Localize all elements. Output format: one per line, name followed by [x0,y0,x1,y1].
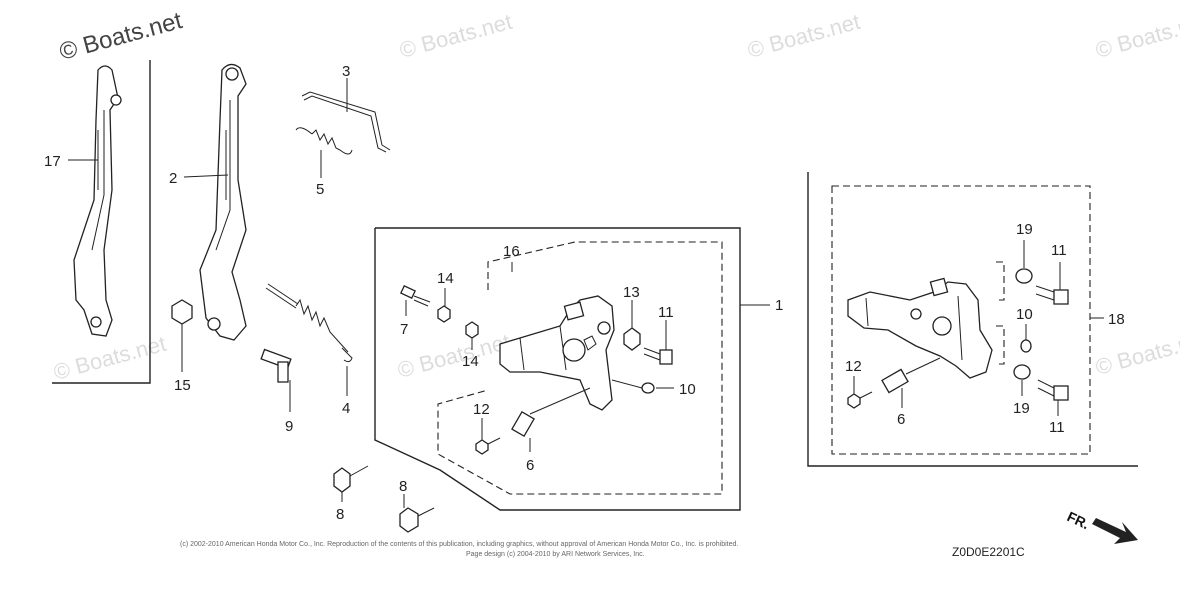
part-3-rod [301,91,391,153]
part-6-spacer-a [511,387,591,438]
diagram-code: Z0D0E2201C [952,545,1025,559]
part-4-spring-rod [265,283,353,363]
callout-15: 15 [174,377,191,394]
part-17-lever [73,65,122,337]
part-10-washer-a [641,382,655,394]
part-11-bolt-b [1035,285,1069,305]
watermark: © Boats.net [1093,326,1180,380]
part-14-nut-b [465,321,479,339]
part-9-bolt [260,348,292,383]
part-11-bolt-c [1037,379,1069,401]
callout-16: 16 [503,243,520,260]
watermark: © Boats.net [51,331,169,385]
callout-6a: 6 [526,457,534,474]
callout-12b: 12 [845,358,862,375]
part-11-bolt-a [643,347,673,365]
front-label: FR. [1065,508,1092,532]
callout-10b: 10 [1016,306,1033,323]
callout-4: 4 [342,400,350,417]
part-13-nut [623,327,641,351]
part-8-bolt-a [333,465,369,493]
part-12-screw-a [475,437,501,455]
part-15-nut [171,299,193,325]
part-2-lever [199,63,247,341]
part-19-washer-a [1015,268,1033,284]
part-5-spring [295,127,353,155]
callout-6b: 6 [897,411,905,428]
watermark: © Boats.net [395,329,513,383]
callout-8b: 8 [399,478,407,495]
boats-net-watermark: © Boats.net [57,7,186,66]
watermark: © Boats.net [745,9,863,63]
part-18-frame [807,172,1138,467]
callout-9: 9 [285,418,293,435]
control-base-plate [499,295,615,411]
callout-5: 5 [316,181,324,198]
callout-12a: 12 [473,401,490,418]
callout-1: 1 [775,297,783,314]
part-19-washer-b [1013,364,1031,380]
callout-14b: 14 [462,353,479,370]
callout-3: 3 [342,63,350,80]
callout-8a: 8 [336,506,344,523]
callout-labels: 17 2 3 5 15 9 4 8 8 7 14 14 16 13 11 10 … [44,63,1125,523]
part-8-bolt-b [399,507,435,533]
right-dash-leaders [996,261,1005,365]
callout-7: 7 [400,321,408,338]
callout-2: 2 [169,170,177,187]
callout-14a: 14 [437,270,454,287]
part-16-dashed-frame [437,241,723,495]
callout-11c: 11 [1049,419,1065,436]
part-7-screw [400,284,431,307]
part-14-nut-a [437,305,451,323]
callout-19b: 19 [1013,400,1030,417]
callout-19a: 19 [1016,221,1033,238]
callout-11a: 11 [658,304,674,321]
part-10-washer-b [1020,339,1032,353]
right-control-plate [847,277,993,379]
copyright-line-1: (c) 2002-2010 American Honda Motor Co., … [180,541,738,548]
copyright-line-2: Page design (c) 2004-2010 by ARI Network… [466,551,645,558]
front-direction-arrow [1092,518,1138,544]
callout-18: 18 [1108,311,1125,328]
part-17-frame [52,60,151,384]
callout-11b: 11 [1051,242,1067,259]
part-1-assembly-frame [374,227,741,511]
callout-10a: 10 [679,381,696,398]
watermark: © Boats.net [1093,9,1180,63]
part-6-spacer-b [881,357,941,394]
part-12-screw-b [847,391,873,409]
callout-17: 17 [44,153,61,170]
watermark: © Boats.net [397,9,515,63]
callout-13: 13 [623,284,640,301]
